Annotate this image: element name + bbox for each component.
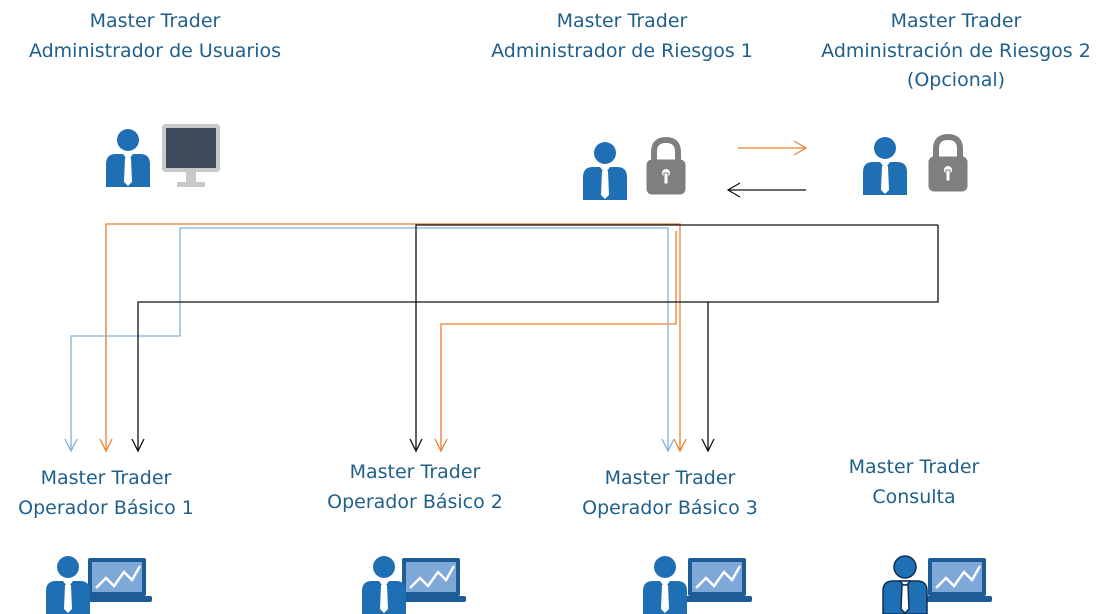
node-title: Master Trader bbox=[41, 467, 172, 489]
arrowhead-op2-black bbox=[409, 438, 423, 453]
node-role: Operador Básico 2 bbox=[327, 491, 503, 513]
arrowhead-op3-black bbox=[701, 438, 715, 453]
arrowhead-op3-blue bbox=[661, 438, 675, 453]
black-connectors bbox=[131, 224, 939, 453]
arrowhead-op1-black bbox=[131, 438, 145, 453]
operator-1-node: Master Trader Operador Básico 1 bbox=[18, 467, 194, 614]
node-role: Operador Básico 1 bbox=[18, 497, 194, 519]
connector-riesgos2-to-op2 bbox=[415, 224, 938, 451]
node-title: Master Trader bbox=[350, 461, 481, 483]
person-laptop-chart-icon bbox=[362, 556, 468, 614]
user-admin-node: Master Trader Administrador de Usuarios bbox=[29, 10, 281, 187]
connector-riesgos1-to-op2 bbox=[440, 231, 677, 451]
node-role: Consulta bbox=[872, 486, 955, 508]
arrow-left-black bbox=[726, 182, 806, 198]
arrowhead-op1-orange bbox=[99, 438, 113, 453]
node-optional-note: (Opcional) bbox=[907, 69, 1005, 91]
connector-riesgos2-to-op1 bbox=[137, 225, 939, 451]
person-laptop-chart-icon bbox=[46, 556, 154, 614]
connector-lines bbox=[64, 223, 939, 453]
person-laptop-chart-icon bbox=[643, 556, 754, 614]
node-title: Master Trader bbox=[891, 10, 1022, 32]
arrowhead-op1-blue bbox=[64, 438, 78, 453]
connector-admin-to-op1 bbox=[105, 223, 681, 451]
node-role: Administrador de Usuarios bbox=[29, 40, 281, 62]
person-monitor-icon bbox=[106, 124, 220, 187]
blue-connectors bbox=[64, 227, 675, 453]
node-title: Master Trader bbox=[557, 10, 688, 32]
consulta-node: Master Trader Consulta bbox=[849, 456, 994, 614]
risk-admin-link-arrows bbox=[726, 140, 808, 198]
node-title: Master Trader bbox=[90, 10, 221, 32]
node-role: Operador Básico 3 bbox=[582, 497, 758, 519]
person-lock-icon bbox=[863, 137, 967, 195]
node-role: Administrador de Riesgos 1 bbox=[491, 40, 753, 62]
arrowhead-op3-orange bbox=[673, 438, 687, 453]
person-lock-icon bbox=[583, 140, 685, 200]
node-title: Master Trader bbox=[849, 456, 980, 478]
person-laptop-chart-icon bbox=[882, 555, 994, 614]
operator-3-node: Master Trader Operador Básico 3 bbox=[582, 467, 758, 614]
node-role: Administración de Riesgos 2 bbox=[821, 40, 1091, 62]
risk-admin-1-node: Master Trader Administrador de Riesgos 1 bbox=[491, 10, 753, 200]
connector-admin-to-op3 bbox=[70, 228, 181, 451]
arrowhead-op2-orange bbox=[434, 438, 448, 453]
orange-connectors bbox=[99, 223, 687, 453]
arrow-right-orange bbox=[738, 140, 808, 156]
node-title: Master Trader bbox=[605, 467, 736, 489]
operator-2-node: Master Trader Operador Básico 2 bbox=[327, 461, 503, 614]
risk-admin-2-node: Master Trader Administración de Riesgos … bbox=[821, 10, 1091, 195]
